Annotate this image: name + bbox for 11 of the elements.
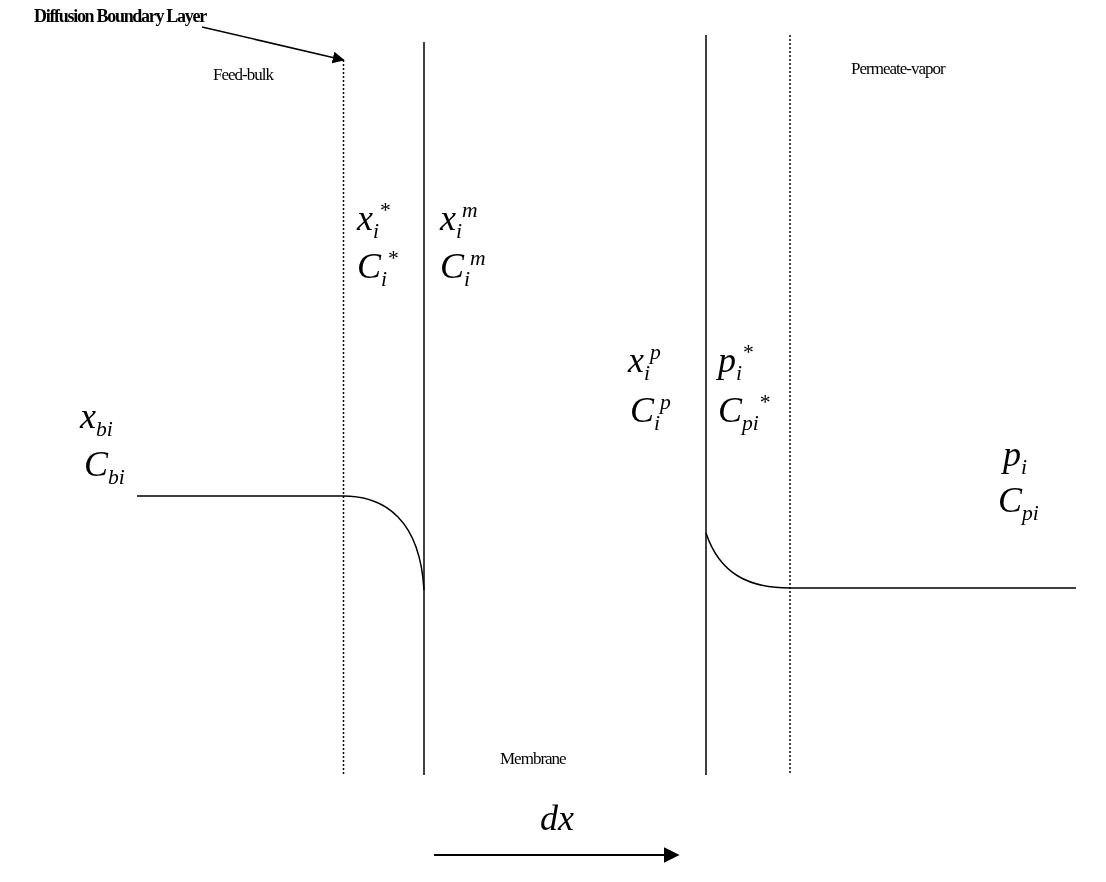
region-label: Permeate-vapor	[851, 60, 945, 77]
dotted-boundary-line	[340, 60, 347, 775]
region-label: Membrane	[500, 750, 566, 767]
region-label: Feed-bulk	[213, 66, 273, 83]
symbol-label: dx	[540, 800, 574, 836]
leader-line	[201, 26, 345, 64]
symbol-label: x$_{bi}$	[80, 398, 113, 441]
symbol-label: C$_{pi}$	[998, 482, 1039, 525]
symbol-label: p$_{i}$	[1003, 436, 1027, 479]
heading-label: Diffusion Boundary Layer	[34, 6, 206, 27]
symbol-label: C$_{bi}$	[84, 446, 125, 489]
